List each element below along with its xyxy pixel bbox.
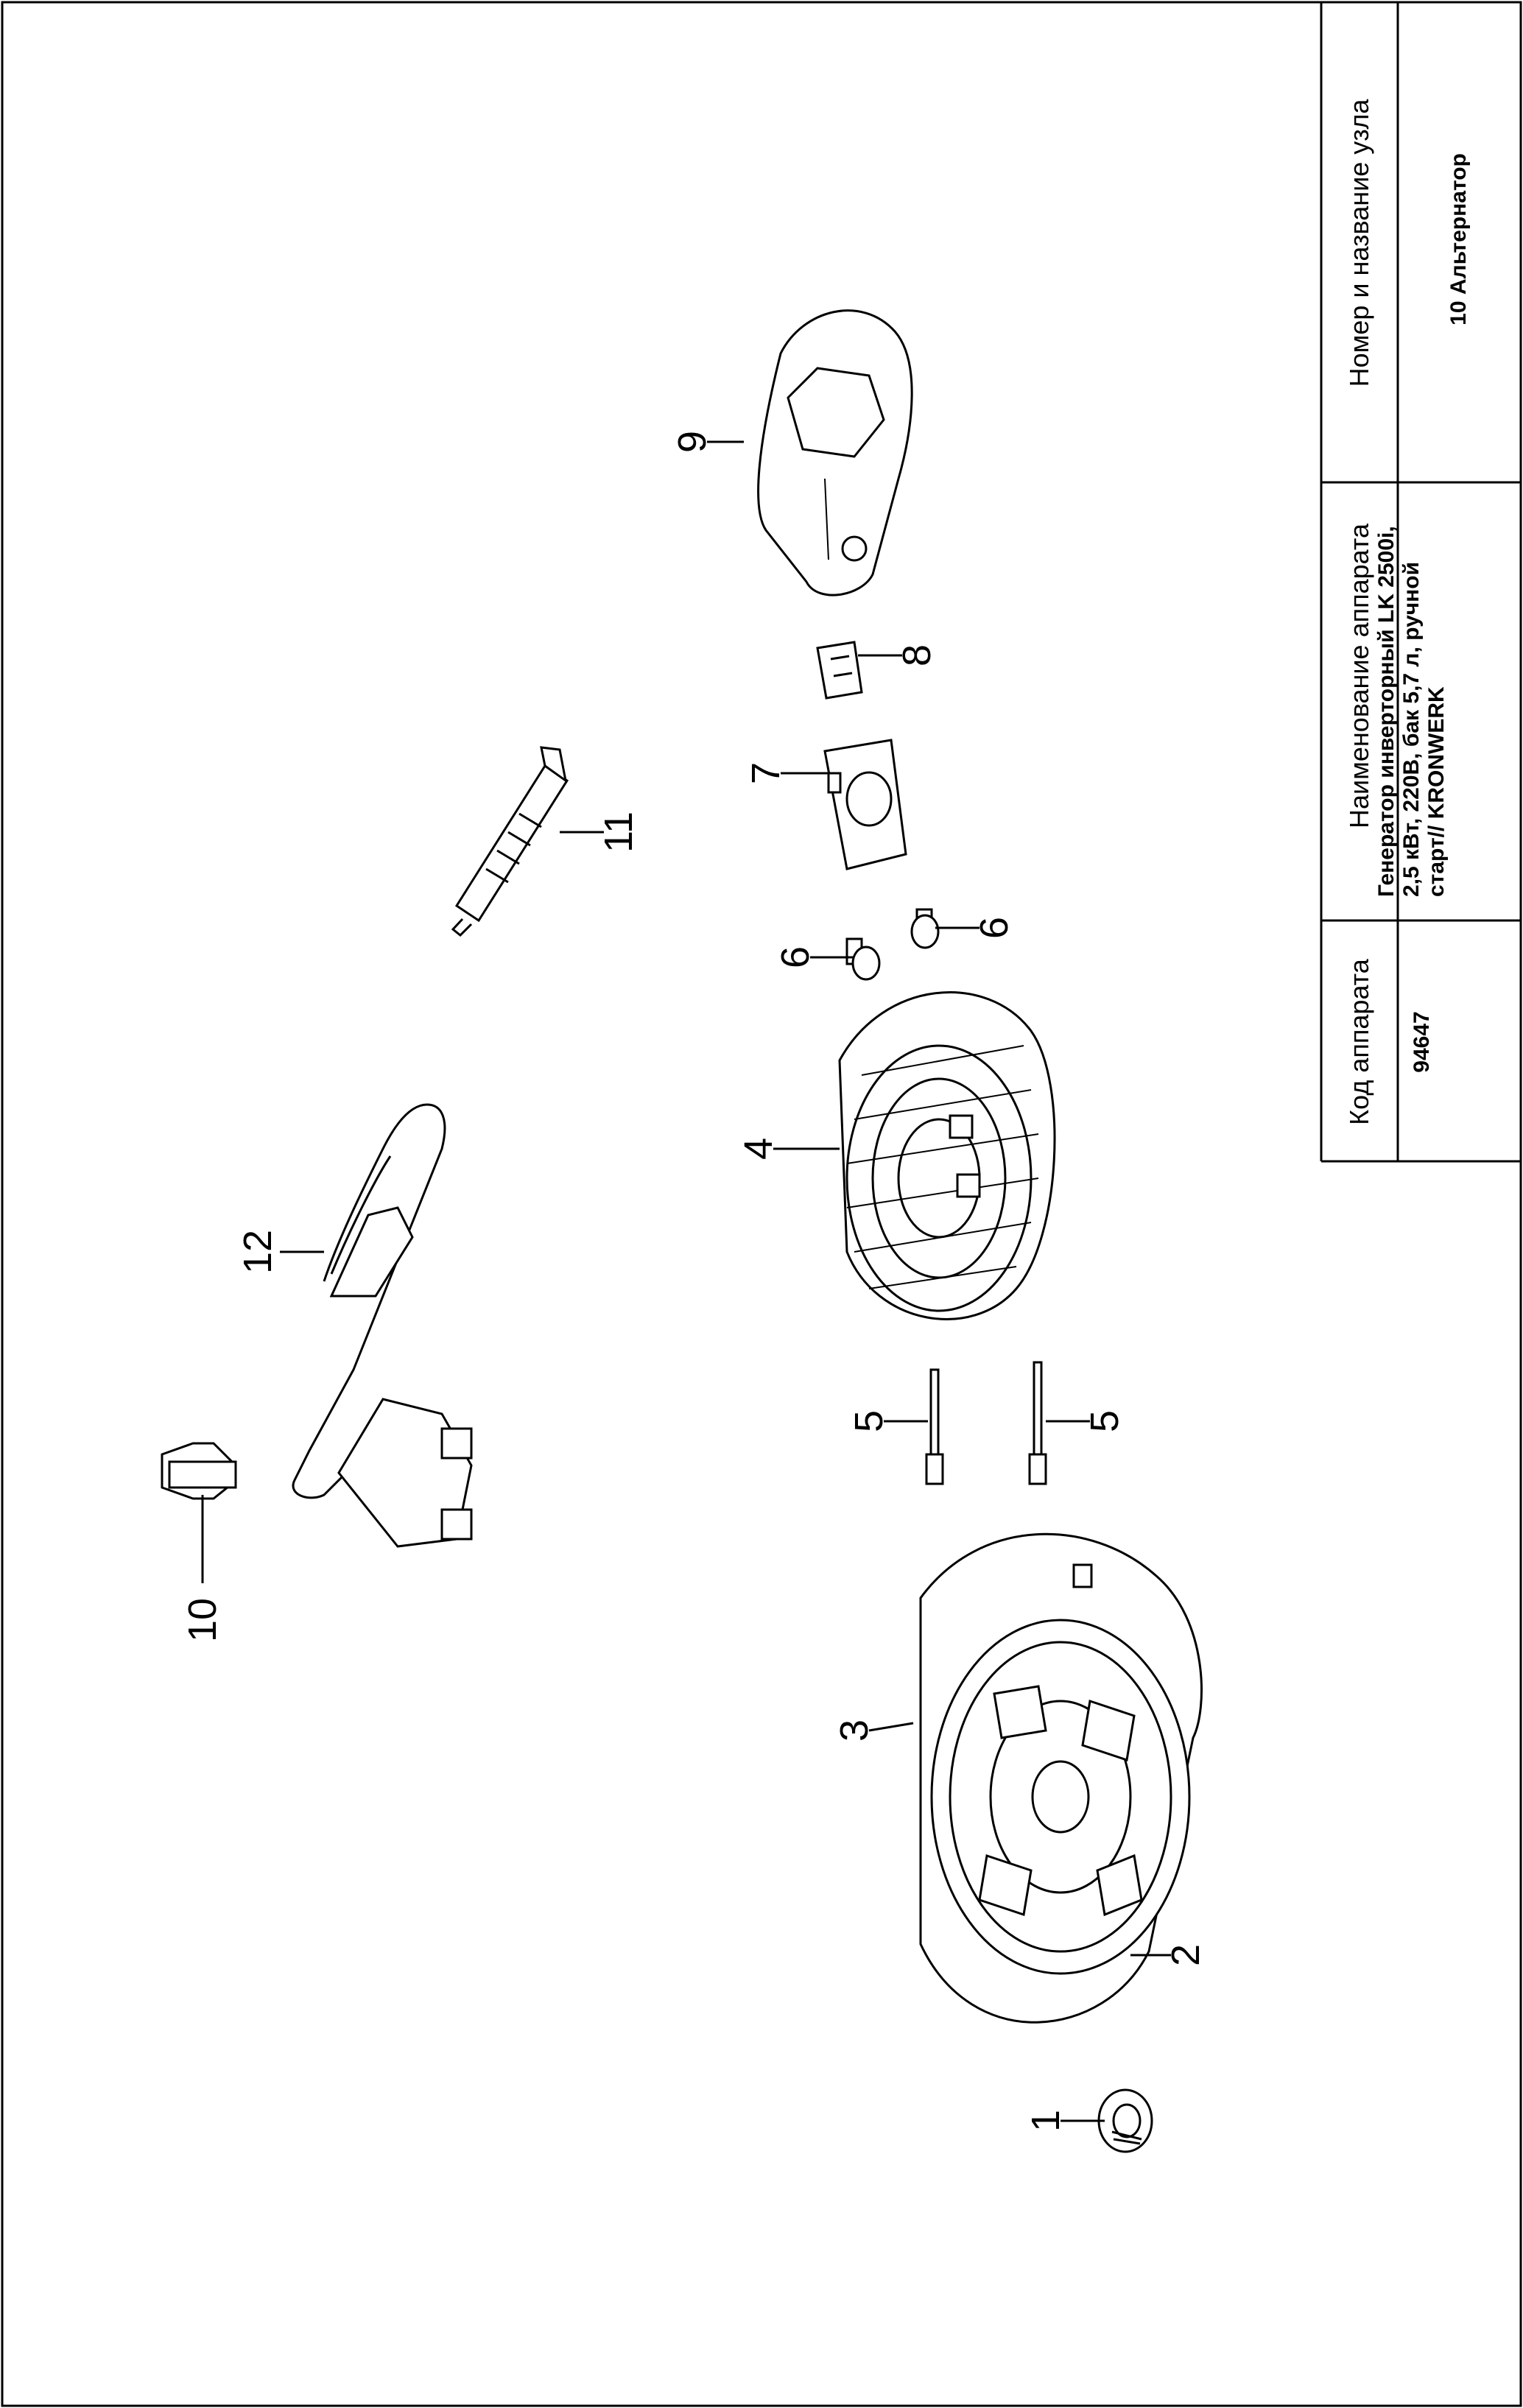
name-value: Генератор инверторный LK 2500i, 2,5 кВт,…	[1374, 526, 1449, 897]
node-value: 10 Альтернатор	[1446, 153, 1471, 325]
callout-9: 9	[670, 431, 714, 453]
callout-8: 8	[895, 644, 939, 666]
part-4-stator	[838, 991, 1056, 1320]
code-value: 94647	[1410, 1011, 1434, 1073]
node-label: Номер и название узла	[1344, 99, 1374, 387]
callout-6a: 6	[773, 946, 817, 968]
part-10-bolt	[161, 1442, 237, 1500]
callout-6b: 6	[972, 917, 1016, 939]
callout-5a: 5	[847, 1410, 891, 1432]
part-5-screw-a	[925, 1368, 944, 1485]
part-6-screw-a	[845, 937, 881, 981]
callouts: 1 2 3 4 5 5 6 6 7 8 9 10 11 12	[180, 431, 1208, 2132]
callout-12: 12	[236, 1230, 280, 1274]
part-1-nut	[1097, 2088, 1153, 2153]
callout-7: 7	[744, 762, 788, 784]
part-9-plate	[757, 309, 913, 596]
callout-10: 10	[180, 1598, 225, 1642]
code-label: Код аппарата	[1344, 959, 1374, 1125]
title-block	[1320, 2, 1521, 1163]
part-8-clip	[816, 641, 863, 700]
part-6-screw-b	[910, 908, 940, 949]
part-3-flywheel	[919, 1532, 1203, 2024]
part-5-screw-b	[1028, 1361, 1047, 1485]
callout-4: 4	[736, 1138, 781, 1160]
part-12-ignition-coil	[292, 1103, 473, 1548]
callout-11: 11	[597, 812, 641, 853]
part-7-sensor	[823, 739, 907, 870]
leader-lines	[201, 440, 1171, 2122]
name-label: Наименование аппарата	[1344, 524, 1374, 828]
callout-5b: 5	[1083, 1410, 1127, 1432]
part-11-spark-plug	[451, 746, 569, 937]
callout-2: 2	[1164, 1944, 1208, 1966]
callout-3: 3	[832, 1719, 876, 1742]
callout-1: 1	[1024, 2110, 1068, 2132]
